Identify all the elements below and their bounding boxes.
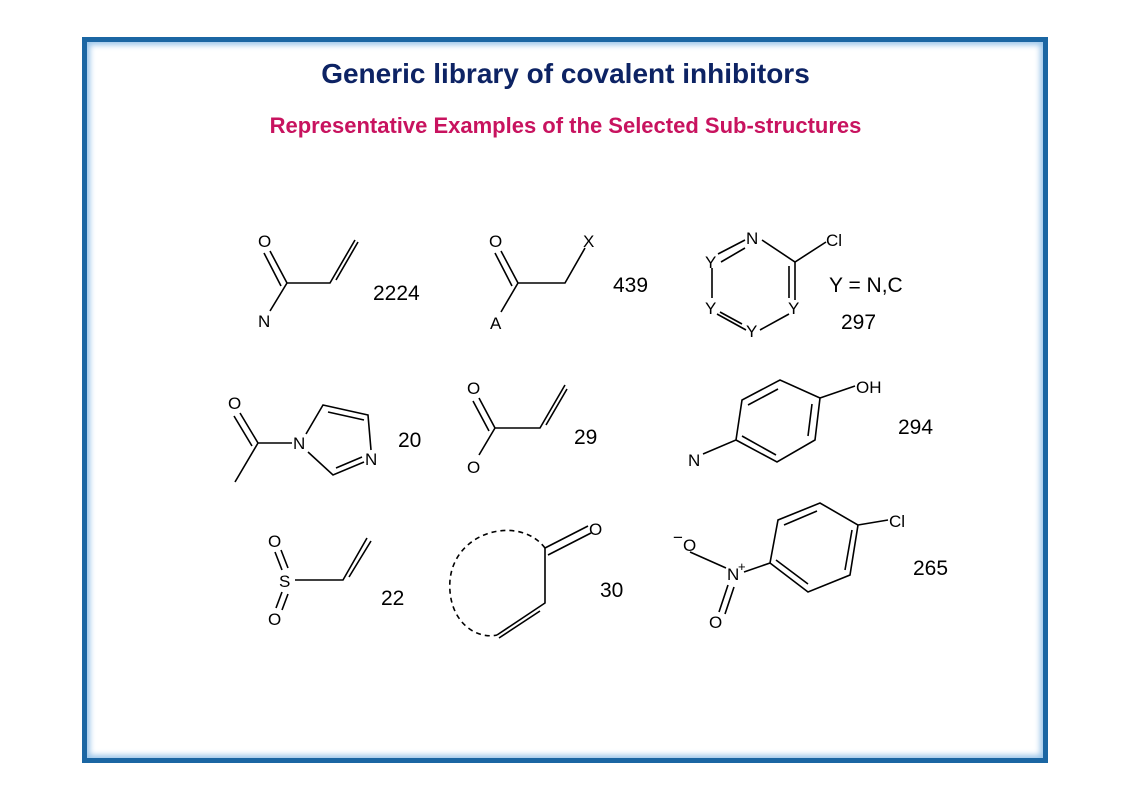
atom-label: Cl [826, 231, 842, 250]
count-label: 20 [398, 429, 421, 452]
atom-label: O [467, 458, 480, 477]
atom-label: O [467, 379, 480, 398]
atom-label: Cl [889, 512, 905, 531]
y-definition: Y = N,C [829, 274, 903, 297]
structure-acyl-imidazole: O N N 20 [228, 394, 421, 483]
count-label: 29 [574, 426, 597, 449]
atom-label: O [258, 232, 271, 251]
structure-acrylate: O O 29 [467, 379, 597, 477]
atom-label: A [490, 314, 502, 333]
charge-label: + [738, 559, 746, 574]
atom-label: Y [788, 299, 799, 318]
atom-label: O [489, 232, 502, 251]
count-label: 439 [613, 274, 648, 297]
atom-label: N [688, 451, 700, 470]
structure-cyclic-enone: O 30 [449, 520, 623, 639]
count-label: 30 [600, 579, 623, 602]
atom-label: Y [746, 322, 757, 341]
atom-label: N [293, 434, 305, 453]
atom-label: O [709, 613, 722, 632]
slide-subtitle: Representative Examples of the Selected … [269, 113, 862, 138]
atom-label: N [727, 565, 739, 584]
atom-label: N [258, 312, 270, 331]
structure-acrylamide: O N 2224 [258, 232, 420, 331]
structure-chloronitrobenzene: O − N + O Cl 265 [673, 502, 948, 632]
atom-label: OH [856, 378, 882, 397]
count-label: 294 [898, 416, 933, 439]
atom-label: Y [705, 253, 716, 272]
atom-label: N [365, 450, 377, 469]
atom-label: O [268, 532, 281, 551]
atom-label: O [268, 610, 281, 629]
count-label: 22 [381, 587, 404, 610]
atom-label: X [583, 232, 594, 251]
atom-label: S [279, 572, 290, 591]
structure-vinyl-sulfone: O S O 22 [268, 532, 404, 629]
count-label: 265 [913, 557, 948, 580]
charge-label: − [673, 528, 683, 547]
atom-label: N [746, 229, 758, 248]
atom-label: O [683, 536, 696, 555]
structure-chloro-azine: N Cl Y Y Y Y Y = N,C 297 [705, 229, 903, 341]
count-label: 297 [841, 311, 876, 334]
slide-frame [82, 37, 1048, 763]
structure-alpha-ketone: O X A 439 [489, 232, 648, 333]
structure-aminophenol: N OH 294 [688, 378, 933, 470]
atom-label: O [228, 394, 241, 413]
atom-label: O [589, 520, 602, 539]
count-label: 2224 [373, 282, 420, 305]
slide-title: Generic library of covalent inhibitors [321, 58, 810, 89]
atom-label: Y [705, 299, 716, 318]
